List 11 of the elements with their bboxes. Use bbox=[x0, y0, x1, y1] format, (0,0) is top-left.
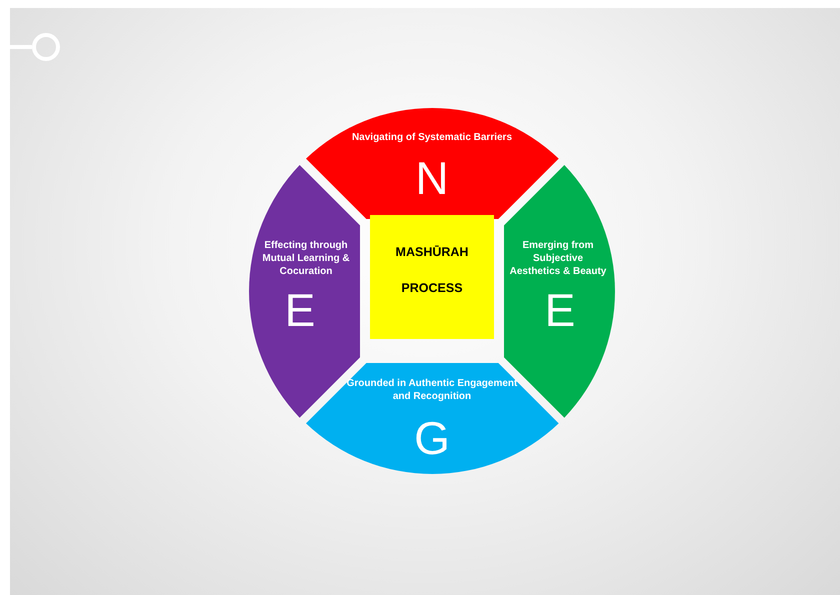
center-label: PROCESS bbox=[401, 281, 463, 296]
segment-title: Navigating of Systematic Barriers bbox=[350, 131, 514, 144]
center-label: MASHŪRAH bbox=[396, 245, 468, 260]
segment-title: Effecting through Mutual Learning & Cocuration bbox=[261, 238, 351, 278]
segment-letter: E bbox=[284, 284, 316, 335]
center-box bbox=[370, 215, 494, 339]
segment-title: Grounded in Authentic Engagement and Recognition bbox=[346, 377, 518, 403]
segment-letter: E bbox=[544, 284, 576, 335]
segment-title: Emerging from Subjective Aesthetics & Beauty bbox=[508, 238, 608, 278]
segment-letter: G bbox=[414, 413, 450, 463]
segment-letter: N bbox=[415, 153, 449, 203]
